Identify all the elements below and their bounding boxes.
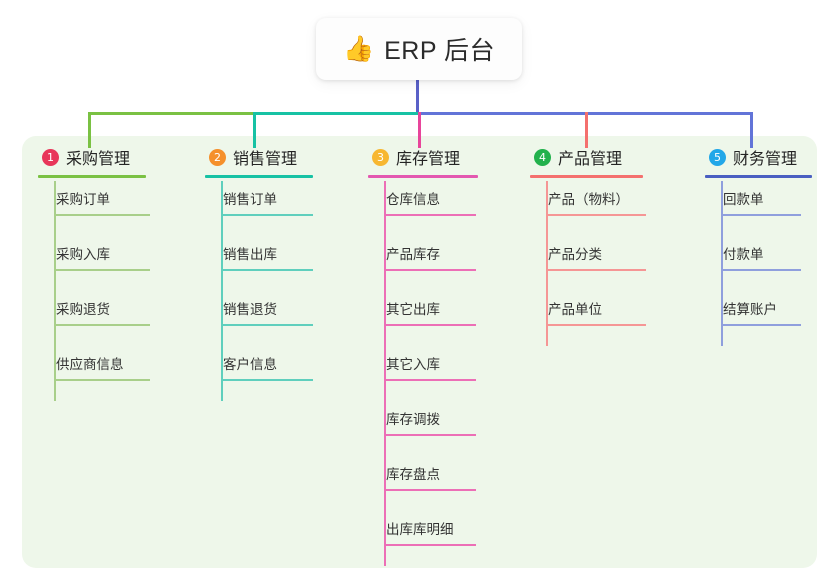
branch-underline-5 — [705, 175, 812, 178]
list-item-label: 采购入库 — [56, 247, 110, 262]
branch-title-5: 财务管理 — [733, 151, 798, 168]
list-item-label: 结算账户 — [723, 302, 777, 317]
list-item-underline — [384, 489, 476, 491]
list-item-underline — [221, 379, 313, 381]
list-item-label: 销售订单 — [223, 192, 277, 207]
list-item-label: 采购退货 — [56, 302, 110, 317]
list-item-underline — [384, 434, 476, 436]
list-item-underline — [721, 214, 801, 216]
branch-column-4: 4 产品管理产品（物料） 产品分类产品单位 — [530, 145, 646, 346]
list-item-label: 仓库信息 — [386, 192, 440, 207]
list-item-underline — [54, 214, 150, 216]
branch-header-4[interactable]: 4 产品管理 — [530, 145, 622, 169]
list-item-label: 出库库明细 — [386, 522, 454, 537]
list-item-label: 库存盘点 — [386, 467, 440, 482]
drop-line-2 — [253, 112, 257, 148]
list-item-label: 产品单位 — [548, 302, 602, 317]
branch-underline-4 — [530, 175, 643, 178]
list-item-underline — [221, 269, 313, 271]
branch-title-1: 采购管理 — [66, 151, 131, 168]
list-item-label: 采购订单 — [56, 192, 110, 207]
drop-line-4 — [585, 112, 589, 148]
list-item-underline — [546, 214, 646, 216]
branch-column-3: 3 库存管理仓库信息产品库存其它出库其它入库库存调拨库存盘点出库库明细 — [368, 145, 478, 566]
branch-title-2: 销售管理 — [233, 151, 298, 168]
bar-segment-green — [88, 112, 256, 116]
root-stem — [416, 80, 420, 114]
list-item-label: 产品分类 — [548, 247, 602, 262]
branch-number-badge-2: 2 — [209, 148, 226, 166]
list-item-label: 客户信息 — [223, 357, 277, 372]
list-item-underline — [54, 379, 150, 381]
branch-number-badge-4: 4 — [534, 148, 551, 166]
list-item-underline — [384, 324, 476, 326]
list-item-underline — [546, 269, 646, 271]
list-item-underline — [384, 269, 476, 271]
list-item-label: 库存调拨 — [386, 412, 440, 427]
list-item-label: 其它入库 — [386, 357, 440, 372]
branch-spine-5 — [721, 181, 723, 346]
branch-header-1[interactable]: 1 采购管理 — [38, 145, 130, 169]
list-item-label: 回款单 — [723, 192, 764, 207]
list-item-underline — [384, 379, 476, 381]
branch-title-4: 产品管理 — [558, 151, 623, 168]
list-item-underline — [221, 214, 313, 216]
list-item-underline — [384, 544, 476, 546]
branch-number-badge-1: 1 — [42, 148, 59, 166]
root-node[interactable]: 👍 ERP 后台 — [316, 18, 522, 80]
branch-column-2: 2 销售管理销售订单销售出库销售退货客户信息 — [205, 145, 313, 401]
list-item-underline — [721, 324, 801, 326]
branch-spine-3 — [384, 181, 386, 566]
branch-header-5[interactable]: 5 财务管理 — [705, 145, 797, 169]
list-item-underline — [384, 214, 476, 216]
branch-spine-2 — [221, 181, 223, 401]
list-item-label: 供应商信息 — [56, 357, 124, 372]
drop-line-1 — [88, 112, 92, 148]
branch-spine-4 — [546, 181, 548, 346]
list-item-underline — [54, 324, 150, 326]
branch-underline-1 — [38, 175, 146, 178]
list-item-underline — [546, 324, 646, 326]
branch-number-badge-5: 5 — [709, 148, 726, 166]
branch-title-3: 库存管理 — [396, 151, 461, 168]
branch-spine-1 — [54, 181, 56, 401]
drop-line-5 — [750, 112, 754, 148]
list-item-label: 产品库存 — [386, 247, 440, 262]
bar-segment-teal — [253, 112, 421, 116]
branch-number-badge-3: 3 — [372, 148, 389, 166]
list-item-underline — [721, 269, 801, 271]
root-title: ERP 后台 — [384, 37, 496, 65]
list-item-label: 销售出库 — [223, 247, 277, 262]
branch-column-5: 5 财务管理回款单付款单结算账户 — [705, 145, 812, 346]
drop-line-3 — [418, 112, 422, 148]
list-item-label: 付款单 — [723, 247, 764, 262]
thumbs-up-icon: 👍 — [342, 34, 375, 63]
branch-header-3[interactable]: 3 库存管理 — [368, 145, 460, 169]
list-item-label: 产品（物料） — [548, 192, 629, 207]
list-item-underline — [54, 269, 150, 271]
list-item-underline — [221, 324, 313, 326]
branch-underline-2 — [205, 175, 313, 178]
branches-panel — [22, 136, 817, 568]
list-item-label: 销售退货 — [223, 302, 277, 317]
list-item-label: 其它出库 — [386, 302, 440, 317]
branch-column-1: 1 采购管理采购订单采购入库采购退货供应商信息 — [38, 145, 150, 401]
branch-underline-3 — [368, 175, 478, 178]
branch-header-2[interactable]: 2 销售管理 — [205, 145, 297, 169]
